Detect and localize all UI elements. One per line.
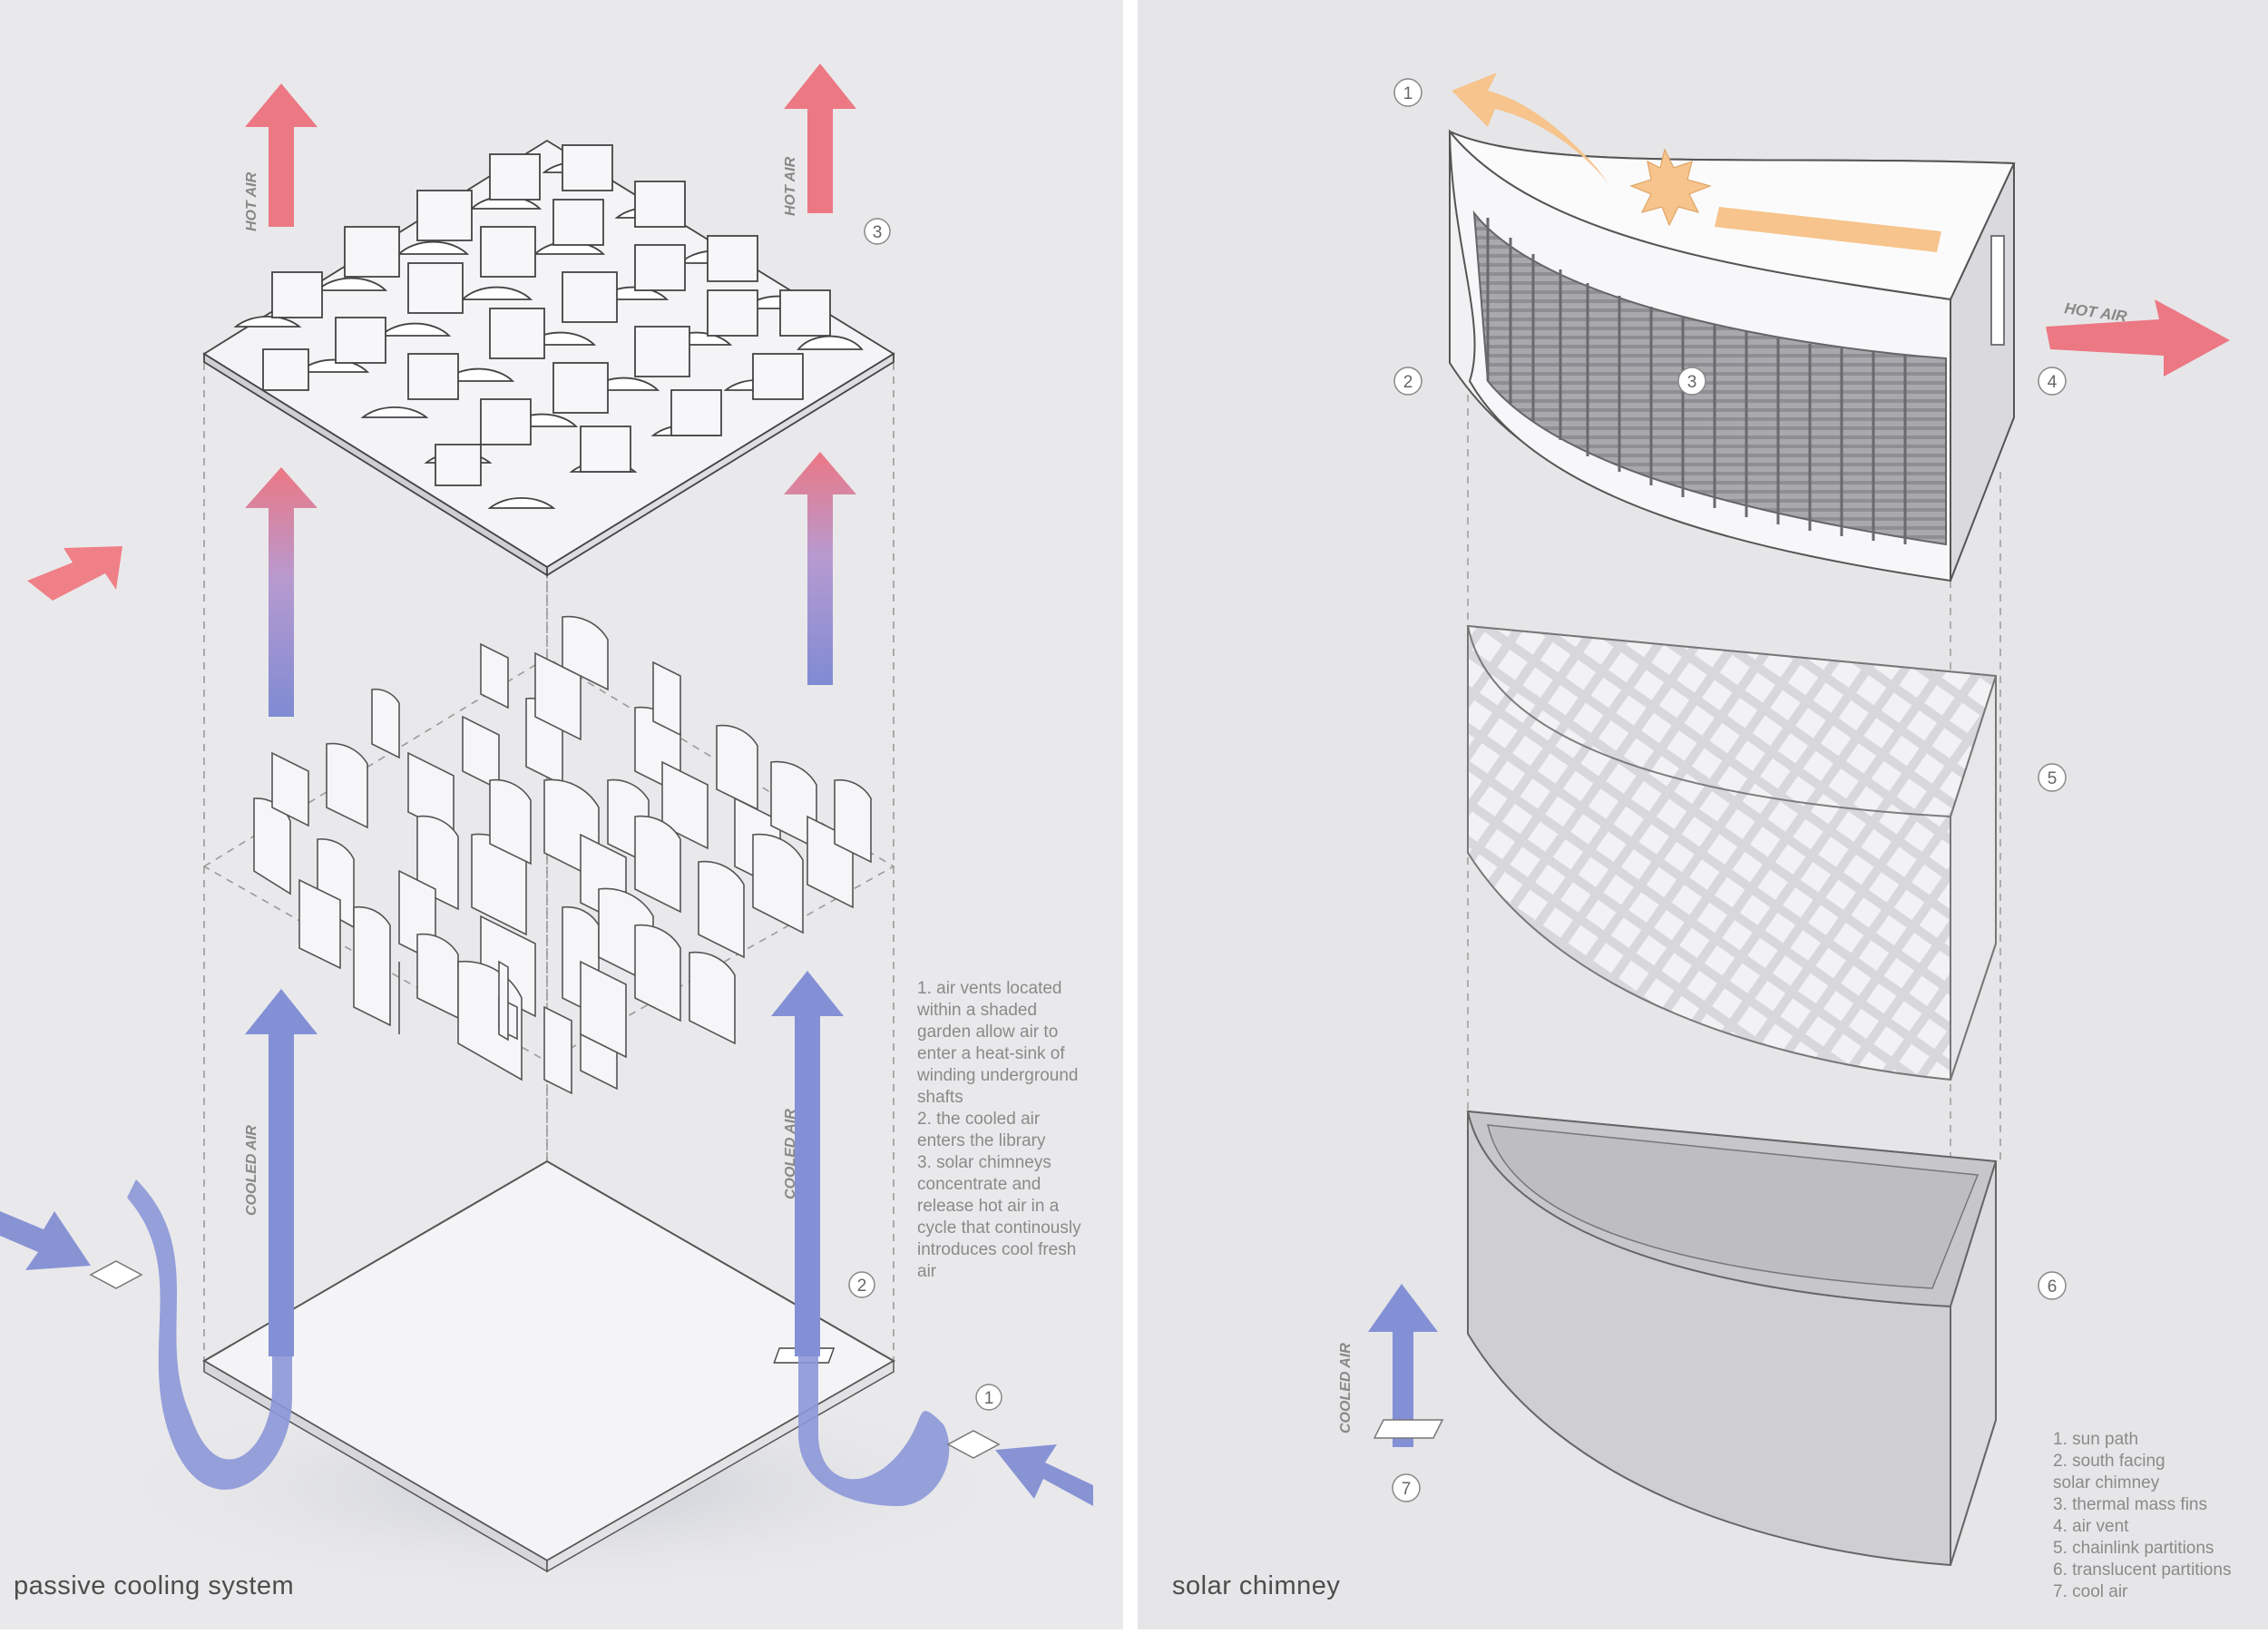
note-line: winding underground <box>917 1066 1079 1085</box>
chimney-callout-4: 4 <box>2038 367 2067 396</box>
hot-air-label-left: HOT AIR <box>244 171 259 231</box>
cool-air-arrow <box>1368 1284 1438 1447</box>
hot-air-exit-arrow <box>2046 299 2230 377</box>
callout-3: 3 <box>864 218 891 245</box>
callout-2: 2 <box>848 1271 875 1298</box>
svg-text:1: 1 <box>1403 84 1413 103</box>
note-line: garden allow air to <box>917 1022 1059 1042</box>
svg-text:7: 7 <box>1402 1480 1412 1499</box>
cool-air-inlet-arrow-right <box>995 1444 1093 1506</box>
note-line: shafts <box>917 1088 963 1107</box>
hot-air-arrow-right <box>784 64 856 213</box>
legend-line: 4. air vent <box>2053 1517 2129 1536</box>
chimney-legend: 1. sun path 2. south facing solar chimne… <box>2053 1429 2231 1603</box>
note-line: 3. solar chimneys <box>917 1153 1051 1172</box>
hot-air-label-right: HOT AIR <box>783 156 798 216</box>
air-vent-left <box>89 1260 143 1289</box>
callout-1: 1 <box>975 1384 1002 1411</box>
legend-line: solar chimney <box>2053 1473 2160 1492</box>
right-panel-title: solar chimney <box>1172 1571 1341 1600</box>
left-diagram: HOT AIR HOT AIR COOLED AIR COOLED AIR 3 … <box>0 64 1093 1597</box>
underground-shaft-right <box>798 1352 950 1506</box>
svg-text:1: 1 <box>984 1389 994 1408</box>
sun-icon <box>1629 148 1712 227</box>
hot-air-arrow-left <box>245 83 318 227</box>
legend-line: 7. cool air <box>2053 1582 2128 1601</box>
chimney-layer <box>202 139 895 577</box>
panel-divider <box>1123 0 1138 1629</box>
svg-text:2: 2 <box>857 1277 867 1296</box>
svg-text:3: 3 <box>1687 373 1697 392</box>
partition-layer <box>253 615 872 1095</box>
svg-text:2: 2 <box>1403 373 1413 392</box>
left-panel-title: passive cooling system <box>14 1571 295 1600</box>
cooled-air-label-right: COOLED AIR <box>783 1109 798 1199</box>
svg-text:5: 5 <box>2048 769 2058 788</box>
note-line: air <box>917 1262 937 1281</box>
legend-line: 1. sun path <box>2053 1430 2139 1449</box>
note-line: within a shaded <box>917 1001 1038 1020</box>
legend-line: 5. chainlink partitions <box>2053 1539 2214 1558</box>
cooled-air-label-left: COOLED AIR <box>244 1125 259 1216</box>
right-diagram: HOT AIR COOLED AIR 1 2 3 <box>1338 73 2230 1567</box>
note-line: enters the library <box>917 1131 1046 1150</box>
chainlink-partition <box>1466 624 1998 1081</box>
cooled-air-arrow-right <box>771 971 844 1356</box>
chimney-callout-7: 7 <box>1392 1473 1421 1502</box>
svg-text:3: 3 <box>873 223 883 242</box>
underground-shaft-left <box>127 1179 292 1490</box>
solar-chimney-body <box>1448 129 2016 582</box>
rising-air-arrow-right <box>784 452 856 685</box>
cooled-air-arrow-left <box>245 989 318 1356</box>
note-line: 1. air vents located <box>917 979 1062 998</box>
chimney-callout-6: 6 <box>2038 1271 2067 1300</box>
note-line: 2. the cooled air <box>917 1110 1041 1129</box>
rising-air-arrow-left <box>245 467 318 717</box>
note-line: cycle that continously <box>917 1218 1081 1238</box>
chimney-callout-1: 1 <box>1393 78 1422 107</box>
sun-path <box>1452 73 1941 252</box>
cooling-notes: 1. air vents located within a shaded gar… <box>917 978 1081 1283</box>
cooled-air-label-chimney: COOLED AIR <box>1338 1343 1354 1433</box>
legend-line: 3. thermal mass fins <box>2053 1495 2207 1514</box>
svg-text:4: 4 <box>2048 373 2058 392</box>
air-vent-right <box>946 1430 1001 1459</box>
note-line: introduces cool fresh <box>917 1240 1077 1259</box>
svg-text:6: 6 <box>2048 1277 2058 1296</box>
side-arrow <box>27 546 122 601</box>
chimney-callout-3: 3 <box>1677 367 1706 396</box>
note-line: concentrate and <box>917 1175 1041 1194</box>
note-line: release hot air in a <box>917 1197 1060 1216</box>
chimney-callout-5: 5 <box>2038 763 2067 792</box>
cool-air-inlet-arrow-left <box>0 1211 91 1270</box>
legend-line: 6. translucent partitions <box>2053 1561 2232 1580</box>
translucent-partition <box>1466 1110 1998 1567</box>
note-line: enter a heat-sink of <box>917 1044 1065 1063</box>
chimney-callout-2: 2 <box>1393 367 1422 396</box>
legend-line: 2. south facing <box>2053 1452 2165 1471</box>
